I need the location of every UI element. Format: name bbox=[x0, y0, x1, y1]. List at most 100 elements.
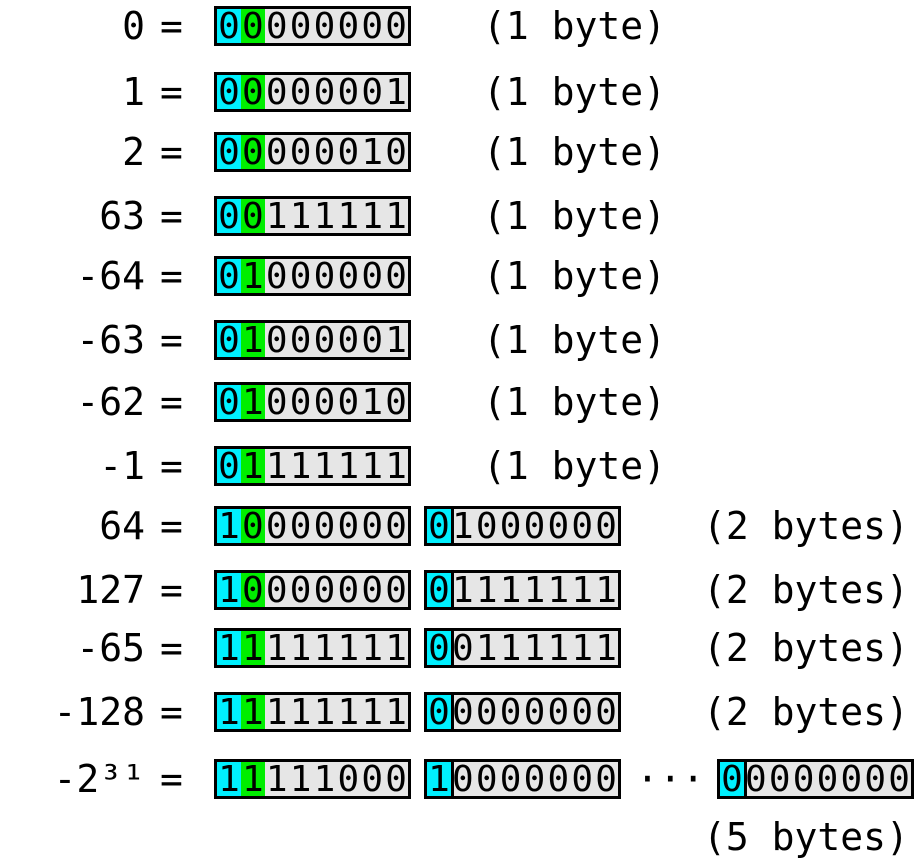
data-bit: 0 bbox=[547, 759, 570, 800]
continuation-bit: 0 bbox=[214, 6, 244, 47]
data-bit: 1 bbox=[361, 196, 384, 237]
byte-count-label: (1 byte) bbox=[483, 130, 667, 174]
sign-bit: 0 bbox=[240, 6, 265, 47]
data-bit: 0 bbox=[361, 506, 384, 547]
data-bit: 1 bbox=[475, 570, 498, 611]
data-bit: 1 bbox=[337, 628, 360, 669]
equals-sign: = bbox=[160, 757, 183, 801]
continuation-bit: 0 bbox=[214, 256, 244, 297]
ellipsis: ··· bbox=[636, 757, 705, 801]
decimal-value: -62 bbox=[76, 380, 145, 424]
data-bit: 0 bbox=[289, 256, 312, 297]
decimal-value: 0 bbox=[122, 4, 145, 48]
byte-count-label: (2 bytes) bbox=[703, 626, 909, 670]
sign-bit: 0 bbox=[240, 570, 265, 611]
data-bit: 0 bbox=[888, 759, 910, 800]
data-bit: 0 bbox=[313, 256, 336, 297]
data-bit: 0 bbox=[451, 628, 474, 669]
data-bit: 0 bbox=[816, 759, 839, 800]
decimal-value: -65 bbox=[76, 626, 145, 670]
data-bit: 1 bbox=[313, 196, 336, 237]
data-bit: 0 bbox=[768, 759, 791, 800]
byte-count-label: (1 byte) bbox=[483, 444, 667, 488]
data-bit: 0 bbox=[385, 506, 407, 547]
data-bit: 0 bbox=[337, 320, 360, 361]
data-bit: 0 bbox=[337, 570, 360, 611]
data-bit: 0 bbox=[451, 692, 474, 733]
data-bit: 1 bbox=[385, 692, 407, 733]
equals-sign: = bbox=[160, 70, 183, 114]
continuation-bit: 1 bbox=[214, 506, 244, 547]
continuation-bit: 0 bbox=[424, 506, 454, 547]
data-bit: 0 bbox=[265, 382, 288, 423]
data-bit: 0 bbox=[337, 759, 360, 800]
data-bit: 0 bbox=[337, 506, 360, 547]
data-bit: 1 bbox=[313, 759, 336, 800]
data-bit: 1 bbox=[337, 446, 360, 487]
data-bit: 1 bbox=[475, 628, 498, 669]
data-bit: 1 bbox=[499, 628, 522, 669]
equals-sign: = bbox=[160, 690, 183, 734]
data-bit: 0 bbox=[361, 6, 384, 47]
continuation-bit: 0 bbox=[424, 570, 454, 611]
data-bit: 1 bbox=[289, 628, 312, 669]
sign-bit: 0 bbox=[240, 196, 265, 237]
equals-sign: = bbox=[160, 254, 183, 298]
data-bit: 0 bbox=[313, 570, 336, 611]
equals-sign: = bbox=[160, 130, 183, 174]
data-bit: 0 bbox=[385, 759, 407, 800]
data-bit: 0 bbox=[361, 72, 384, 113]
data-bit: 0 bbox=[265, 570, 288, 611]
equals-sign: = bbox=[160, 444, 183, 488]
decimal-value: 64 bbox=[99, 504, 145, 548]
data-bit: 1 bbox=[571, 628, 594, 669]
continuation-bit: 1 bbox=[214, 628, 244, 669]
sign-bit: 1 bbox=[240, 628, 265, 669]
data-bit: 1 bbox=[385, 72, 407, 113]
data-bit: 0 bbox=[313, 382, 336, 423]
sign-bit: 1 bbox=[240, 446, 265, 487]
data-bit: 0 bbox=[337, 72, 360, 113]
continuation-bit: 0 bbox=[214, 196, 244, 237]
data-bit: 0 bbox=[265, 132, 288, 173]
data-bit: 1 bbox=[361, 692, 384, 733]
equals-sign: = bbox=[160, 504, 183, 548]
data-bit: 0 bbox=[523, 692, 546, 733]
data-bit: 0 bbox=[265, 506, 288, 547]
data-bit: 0 bbox=[451, 759, 474, 800]
data-bit: 0 bbox=[337, 382, 360, 423]
sign-bit: 1 bbox=[240, 256, 265, 297]
data-bit: 0 bbox=[475, 692, 498, 733]
data-bit: 1 bbox=[337, 196, 360, 237]
data-bit: 0 bbox=[361, 256, 384, 297]
data-bit: 1 bbox=[385, 320, 407, 361]
decimal-value: 2 bbox=[122, 130, 145, 174]
data-bit: 1 bbox=[523, 570, 546, 611]
data-bit: 0 bbox=[289, 72, 312, 113]
data-bit: 0 bbox=[337, 256, 360, 297]
data-bit: 0 bbox=[864, 759, 887, 800]
data-bit: 0 bbox=[289, 382, 312, 423]
data-bit: 1 bbox=[385, 446, 407, 487]
decimal-value: -2³¹ bbox=[53, 757, 145, 801]
data-bit: 0 bbox=[313, 72, 336, 113]
data-bit: 0 bbox=[265, 256, 288, 297]
continuation-bit: 0 bbox=[214, 320, 244, 361]
data-bit: 1 bbox=[523, 628, 546, 669]
byte-count-label: (1 byte) bbox=[483, 4, 667, 48]
sign-bit: 1 bbox=[240, 382, 265, 423]
data-bit: 0 bbox=[595, 759, 617, 800]
